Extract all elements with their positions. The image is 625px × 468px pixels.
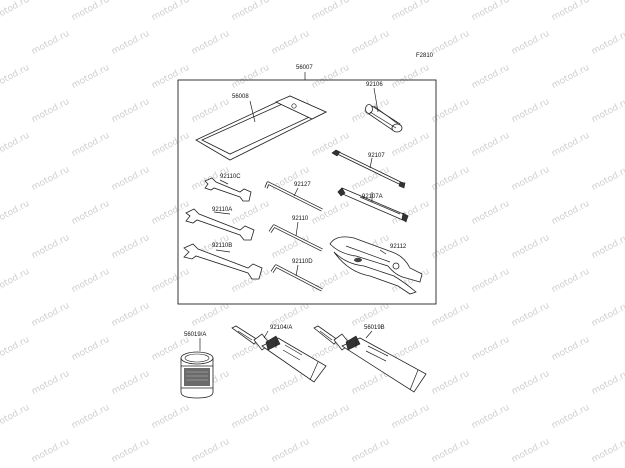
part-label-screwdriver-handle: 92107A <box>362 194 383 200</box>
wrench-c-drawing <box>204 177 252 202</box>
hex-wrench-a-drawing <box>264 181 323 212</box>
part-label-can: 56019/A <box>184 332 207 338</box>
kit-frame <box>177 79 437 305</box>
part-label-tube-b: 56019B <box>364 325 385 331</box>
hex-wrench-b-drawing <box>268 221 323 252</box>
part-label-pouch: 56008 <box>232 94 249 100</box>
part-label-plug: 92106 <box>366 82 383 88</box>
screwdriver-blade-drawing <box>331 149 406 189</box>
part-label-tube-a: 92104/A <box>270 325 293 331</box>
part-label-hex-wrench-d: 92110D <box>292 259 313 265</box>
part-label-wrench-b: 92110B <box>212 243 233 249</box>
figure-ref-code: F2810 <box>416 53 434 59</box>
pliers-drawing <box>329 236 423 295</box>
part-label-screwdriver-blade: 92107 <box>368 153 385 159</box>
tube-a-drawing <box>231 325 327 383</box>
part-label-pliers: 92112 <box>390 244 407 250</box>
part-label-hex-wrench-b: 92110 <box>292 216 309 222</box>
part-label-hex-wrench-a: 92127 <box>294 182 311 188</box>
wrench-a-drawing <box>185 208 255 241</box>
wrench-b-drawing <box>183 243 263 280</box>
part-label-wrench-a: 92110A <box>212 207 233 213</box>
can-drawing <box>180 338 214 399</box>
part-label-wrench-c: 92110C <box>220 174 241 180</box>
screwdriver-handle-drawing <box>337 187 409 223</box>
hex-wrench-d-drawing <box>270 264 323 292</box>
plug-drawing <box>365 87 403 133</box>
tube-b-drawing <box>313 325 427 393</box>
pouch-drawing <box>195 95 327 161</box>
kit-label: 56007 <box>296 65 313 71</box>
